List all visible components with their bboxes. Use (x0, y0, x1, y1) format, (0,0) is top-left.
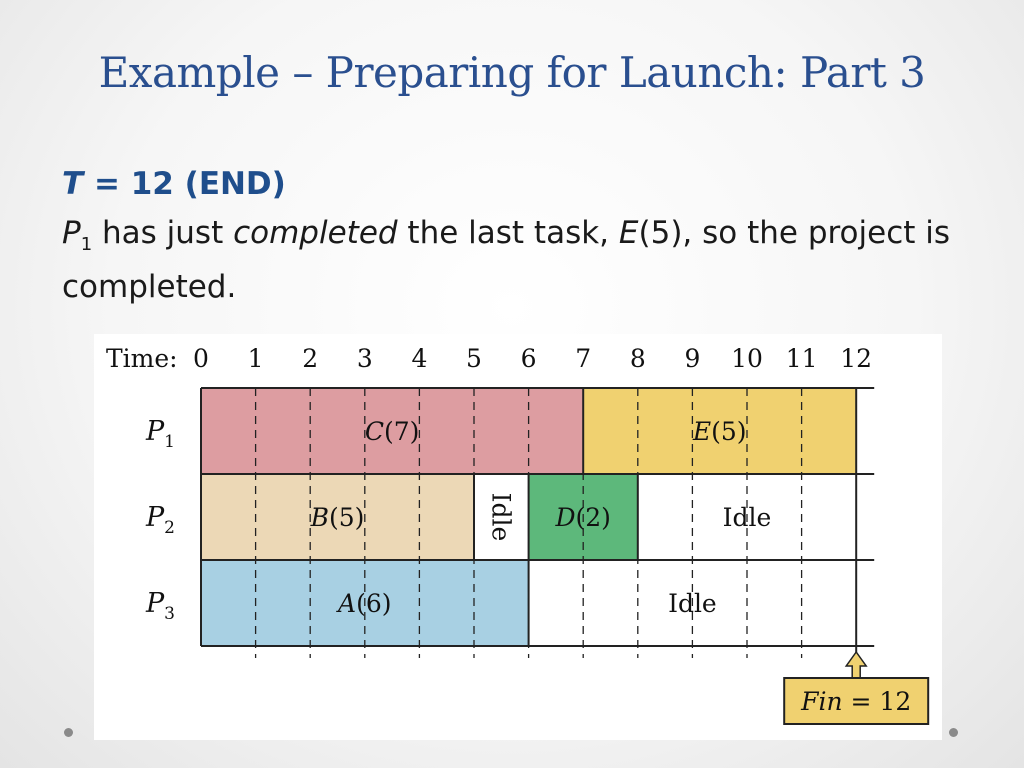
task-label: Idle (486, 493, 515, 542)
processor-label: P3 (145, 588, 175, 624)
time-tick-label: 9 (684, 344, 700, 373)
processor-var: P (62, 215, 81, 251)
task-bar (201, 474, 474, 560)
time-tick-label: 12 (840, 344, 872, 373)
time-tick-label: 11 (786, 344, 818, 373)
task-bar (201, 388, 584, 474)
time-tick-label: 1 (248, 344, 264, 373)
heading-rest: = 12 (END) (83, 166, 286, 202)
text-part-3: the last task, (397, 215, 619, 251)
finish-box (783, 677, 930, 725)
task-label: Idle (668, 589, 717, 618)
task-label: C(7) (365, 417, 420, 446)
text-task-letter: E (618, 215, 639, 251)
time-tick-label: 6 (521, 344, 537, 373)
time-tick-label: 8 (630, 344, 646, 373)
time-tick-label: 0 (193, 344, 209, 373)
body-text: T = 12 (END) P1 has just completed the l… (62, 166, 982, 308)
text-part-1: has just (92, 215, 234, 251)
time-tick-label: 7 (575, 344, 591, 373)
time-tick-label: 5 (466, 344, 482, 373)
processor-sub: 1 (80, 234, 93, 256)
processor-label: P1 (145, 416, 175, 452)
time-tick-label: 10 (731, 344, 763, 373)
task-label: A(6) (336, 589, 391, 618)
slide-nav-dot-left (64, 728, 73, 737)
slide-nav-dot-right (949, 728, 958, 737)
finish-arrow (844, 650, 868, 679)
text-part-5: (5), so the project is completed. (62, 215, 951, 306)
task-label: B(5) (310, 503, 365, 532)
task-label: D(2) (554, 503, 610, 532)
processor-label: P2 (145, 502, 175, 538)
slide-title: Example – Preparing for Launch: Part 3 (98, 48, 926, 97)
paragraph: P1 has just completed the last task, E(5… (62, 212, 982, 308)
text-completed: completed (233, 215, 398, 251)
task-label: E(5) (692, 417, 747, 446)
heading-var: T (62, 166, 84, 202)
task-bar (583, 388, 857, 474)
task-bar (474, 474, 529, 560)
heading: T = 12 (END) (62, 166, 982, 202)
task-label: Idle (723, 503, 772, 532)
time-axis-label: Time: (106, 344, 178, 373)
time-tick-label: 2 (302, 344, 318, 373)
time-tick-label: 3 (357, 344, 373, 373)
finish-label: Fin = 12 (800, 687, 911, 716)
time-tick-label: 4 (411, 344, 427, 373)
